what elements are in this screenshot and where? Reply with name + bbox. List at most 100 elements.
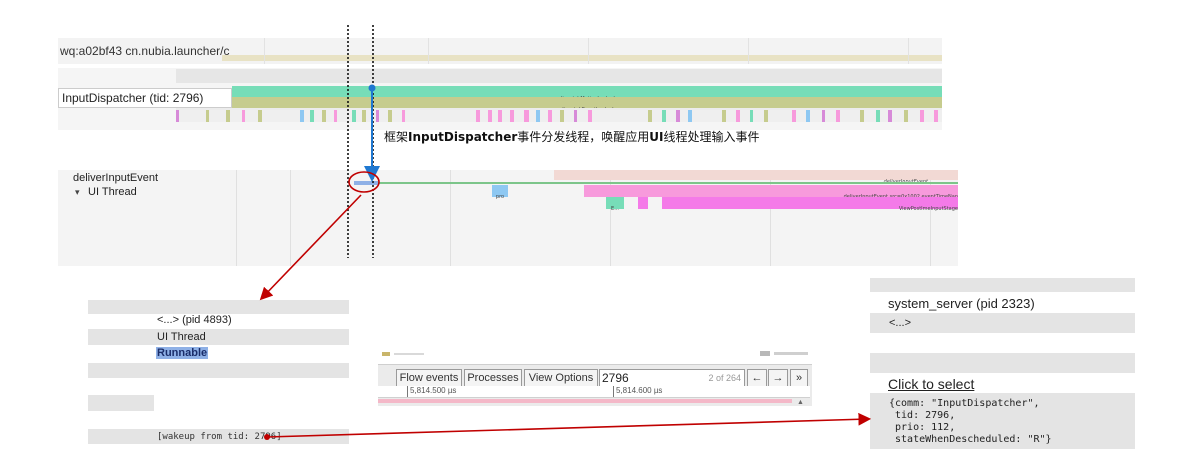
mini-slice: [322, 110, 326, 122]
pro-slice[interactable]: pro: [492, 185, 508, 200]
detail-row-bg: [870, 278, 1135, 292]
deliver-label[interactable]: deliverInputEvent: [73, 172, 158, 184]
ruler-scroll-arrow[interactable]: ▲: [797, 399, 804, 406]
mini-slice: [688, 110, 692, 122]
mini-slice: [920, 110, 924, 122]
system-server-label[interactable]: system_server (pid 2323): [888, 296, 1035, 311]
click-to-select-link[interactable]: Click to select: [888, 376, 975, 392]
right-thread-label[interactable]: <...>: [889, 317, 912, 329]
args-line-1: {comm: "InputDispatcher",: [889, 398, 1040, 409]
wakeup-text[interactable]: [wakeup from tid: 2796]: [157, 432, 282, 442]
mini-slice: [574, 110, 577, 122]
dispatcher-header-band: [176, 69, 942, 83]
mini-slice: [176, 110, 179, 122]
detail-row-bg: [870, 313, 1135, 333]
detail-row-bg: [88, 395, 154, 411]
expand-icon[interactable]: ▾: [75, 187, 80, 197]
ui-thread-label[interactable]: UI Thread: [88, 186, 137, 198]
mini-slice: [376, 110, 379, 122]
processes-button[interactable]: Processes: [464, 369, 522, 387]
mini-slice: [792, 110, 796, 122]
mini-slice: [498, 110, 502, 122]
mini-slice: [876, 110, 880, 122]
mini-slice: [352, 110, 356, 122]
grid-line: [236, 170, 237, 266]
grid-line: [450, 170, 451, 266]
deliver-top-slice[interactable]: deliverInputEvent: [554, 170, 958, 185]
pro-slice-label: pro: [495, 194, 505, 200]
annotation-bold-1: InputDispatcher: [408, 130, 518, 144]
mini-slice: [258, 110, 262, 122]
mini-slice: [676, 110, 680, 122]
ruler-pink-band: [378, 399, 792, 403]
args-line-2: tid: 2796,: [889, 410, 956, 421]
runnable-slice[interactable]: [354, 181, 378, 185]
mini-slice: [488, 110, 492, 122]
mini-slice: [662, 110, 666, 122]
mini-slice: [300, 110, 304, 122]
more-button[interactable]: »: [790, 369, 808, 387]
detail-row-bg: [88, 329, 349, 345]
annotation-prefix: 框架: [384, 130, 409, 144]
dispatcher-label: InputDispatcher (tid: 2796): [62, 91, 204, 105]
mini-slice: [310, 110, 314, 122]
state-label[interactable]: Runnable: [156, 347, 209, 359]
mini-slice: [242, 110, 245, 122]
mini-slice: [750, 110, 753, 122]
pid-label[interactable]: <...> (pid 4893): [157, 314, 232, 326]
args-line-4: stateWhenDescheduled: "R"}: [889, 434, 1052, 445]
mini-slice: [860, 110, 864, 122]
grid-line: [610, 170, 611, 266]
strip-mark: [394, 353, 424, 355]
args-line-3: prio: 112,: [889, 422, 956, 433]
prev-match-button[interactable]: ←: [747, 369, 767, 387]
strip-mark: [774, 352, 808, 355]
grid-line: [290, 170, 291, 266]
mini-slice: [736, 110, 740, 122]
mini-slice: [822, 110, 825, 122]
running-line: [376, 182, 958, 184]
next-match-button[interactable]: →: [768, 369, 788, 387]
grid-line: [770, 170, 771, 266]
annotation-suffix: 线程处理输入事件: [663, 130, 760, 144]
mini-slice: [476, 110, 480, 122]
search-input-box[interactable]: 2796 2 of 264: [599, 369, 745, 387]
mini-slice: [588, 110, 592, 122]
ruler-tick-label-2: 5,814.600 µs: [616, 386, 663, 395]
view-options-button[interactable]: View Options: [524, 369, 598, 387]
viewpost-slice[interactable]: ViewPostImeInputStage: [662, 197, 958, 212]
detail-row-bg: [88, 363, 349, 378]
match-count: 2 of 264: [708, 373, 741, 383]
search-input-value: 2796: [602, 371, 629, 385]
red-arrow-to-args: [266, 412, 872, 438]
ruler-tick-label-1: 5,814.500 µs: [410, 386, 457, 395]
dispatcher-label-box[interactable]: InputDispatcher (tid: 2796): [58, 88, 232, 108]
dispatch-motion-bar[interactable]: dispatchMotionLocked: [232, 86, 942, 102]
mini-slice: [510, 110, 514, 122]
mini-slice: [560, 110, 564, 122]
mini-slice: [226, 110, 230, 122]
grid-line: [428, 38, 429, 64]
thread-label[interactable]: UI Thread: [157, 331, 206, 343]
detail-row-bg: [870, 353, 1135, 373]
annotation-mid: 事件分发线程，唤醒应用: [517, 130, 650, 144]
mini-slice: [388, 110, 392, 122]
mini-slice: [362, 110, 366, 122]
deliver-detail-slice[interactable]: deliverInputEvent src=0x1002 eventTimeNa…: [584, 185, 958, 200]
right-detail-panel: system_server (pid 2323) <...> Click to …: [870, 278, 1135, 450]
process-track-bar: [222, 55, 942, 61]
small-pink-slice[interactable]: [638, 197, 648, 209]
mini-slice: [548, 110, 552, 122]
e-slice[interactable]: E...: [606, 197, 624, 212]
mini-slice: [764, 110, 768, 122]
grid-line: [588, 38, 589, 64]
mini-slice: [402, 110, 405, 122]
process-label[interactable]: wq:a02bf43 cn.nubia.launcher/c: [60, 44, 230, 58]
mini-slice: [934, 110, 938, 122]
dispatcher-lower-band: [176, 108, 942, 110]
dispatch-event-bar[interactable]: dispatchEventLocked: [232, 97, 942, 113]
toolbar-top-strip: [378, 346, 810, 360]
mini-slice: [524, 110, 529, 122]
strip-mark: [382, 352, 390, 356]
flow-events-button[interactable]: Flow events: [396, 369, 462, 387]
